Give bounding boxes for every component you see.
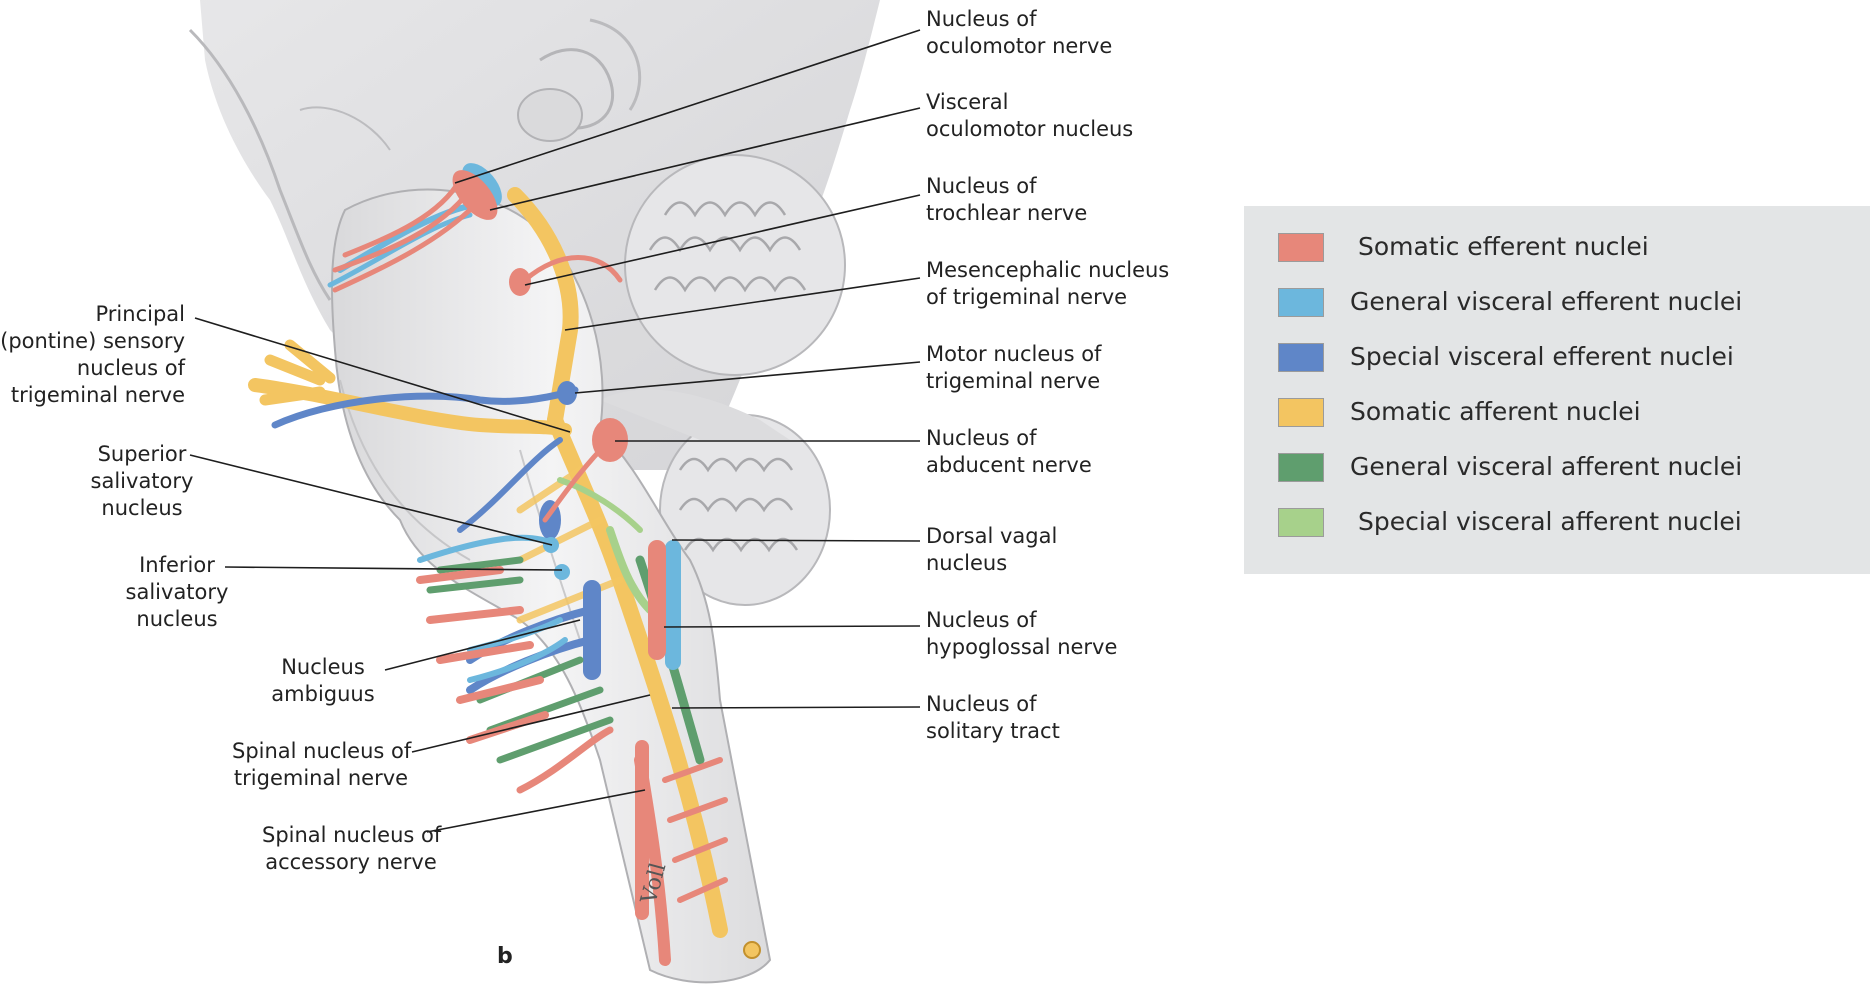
- trochlear-nucleus-shape: [509, 268, 531, 296]
- abducent-nucleus-shape: [592, 418, 628, 462]
- legend-swatch: [1278, 508, 1324, 537]
- legend-label: Somatic afferent nuclei: [1350, 395, 1641, 429]
- legend-swatch: [1278, 288, 1324, 317]
- legend-swatch: [1278, 398, 1324, 427]
- dorsal-vagal-shape: [665, 540, 681, 670]
- legend-swatch: [1278, 233, 1324, 262]
- hypoglossal-nucleus-shape: [648, 540, 666, 660]
- legend-swatch: [1278, 453, 1324, 482]
- legend-swatch: [1278, 343, 1324, 372]
- motor-trigeminal-nucleus: [557, 381, 577, 405]
- color-legend: Somatic efferent nuclei General visceral…: [1244, 206, 1870, 574]
- legend-item-somatic-afferent: Somatic afferent nuclei: [1278, 395, 1858, 429]
- legend-item-general-visceral-efferent: General visceral efferent nuclei: [1278, 285, 1858, 319]
- legend-item-special-visceral-afferent: Special visceral afferent nuclei: [1278, 505, 1858, 539]
- legend-label: Somatic efferent nuclei: [1358, 230, 1649, 264]
- spinal-cord-end: [744, 942, 760, 958]
- inferior-salivatory-shape: [554, 564, 570, 580]
- legend-item-somatic-efferent: Somatic efferent nuclei: [1278, 230, 1858, 264]
- legend-label: Special visceral efferent nuclei: [1350, 340, 1734, 374]
- legend-label: Special visceral afferent nuclei: [1358, 505, 1742, 539]
- nucleus-ambiguus: [583, 580, 601, 680]
- legend-item-special-visceral-efferent: Special visceral efferent nuclei: [1278, 340, 1858, 374]
- legend-label: General visceral afferent nuclei: [1350, 450, 1742, 484]
- legend-label: General visceral efferent nuclei: [1350, 285, 1742, 319]
- legend-item-general-visceral-afferent: General visceral afferent nuclei: [1278, 450, 1858, 484]
- panel-letter: b: [497, 944, 513, 969]
